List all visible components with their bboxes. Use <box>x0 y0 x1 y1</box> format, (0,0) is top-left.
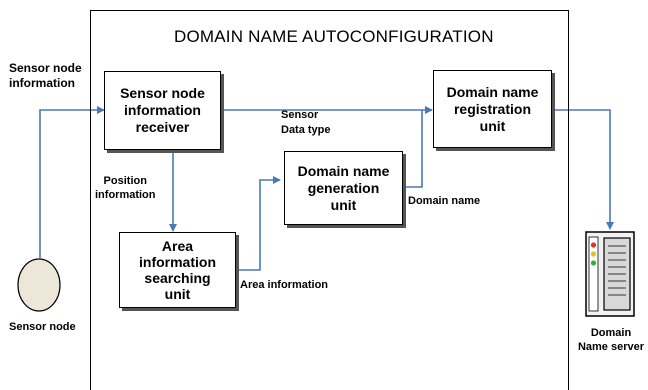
sensor-node-to-receiver-arrow <box>39 106 105 258</box>
autoconfiguration-diagram: DOMAIN NAME AUTOCONFIGURATION Sensor nod… <box>9 10 645 390</box>
area-information-label: Area information <box>240 279 329 291</box>
sensor-node-information-label: Sensor node information <box>9 61 82 90</box>
position-information-label: Position information <box>95 175 156 201</box>
registration-box: Domain name registration unit <box>433 70 552 148</box>
sensor-data-type-label: Sensor Data type <box>281 109 331 136</box>
server-icon <box>585 231 635 317</box>
receiver-box: Sensor node information receiver <box>104 71 221 150</box>
area-search-to-generation-arrow <box>236 176 281 271</box>
sensor-node-label: Sensor node <box>9 321 76 333</box>
area-search-box: Area information searching unit <box>119 232 236 308</box>
generation-to-registration-arrow <box>403 110 423 188</box>
connector-layer <box>17 106 635 317</box>
diagram-title: DOMAIN NAME AUTOCONFIGURATION <box>174 27 494 46</box>
generation-box: Domain name generation unit <box>284 151 403 225</box>
domain-name-label: Domain name <box>408 195 481 207</box>
registration-to-server-arrow <box>552 109 614 230</box>
system-frame <box>90 10 569 390</box>
sensor-node-circle <box>17 258 61 312</box>
domain-name-server-label: Domain Name server <box>577 327 645 353</box>
